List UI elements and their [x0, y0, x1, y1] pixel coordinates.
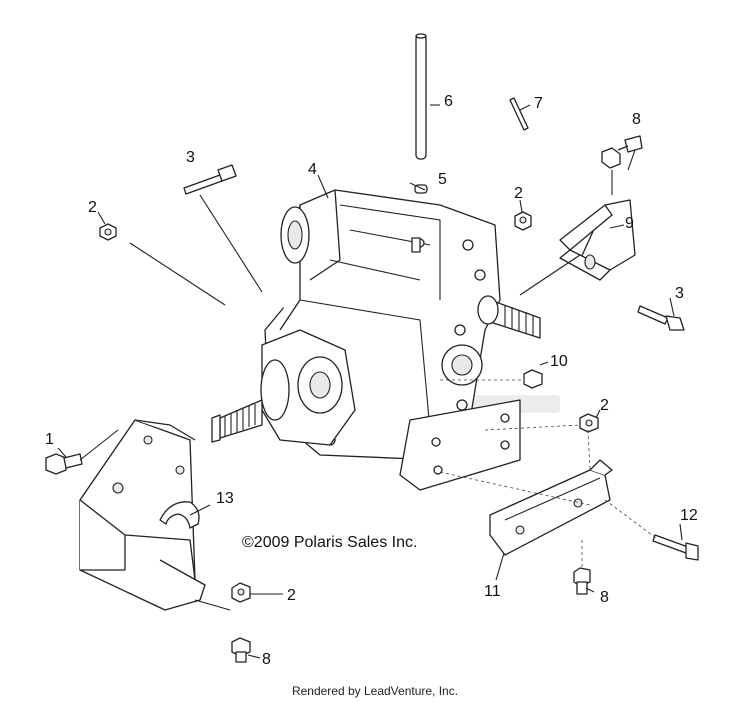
footer-credit: Rendered by LeadVenture, Inc. — [291, 684, 459, 698]
callout-8-lower-left: 8 — [262, 651, 271, 668]
part-3-bolt-right — [637, 305, 685, 331]
part-10-nut — [523, 369, 543, 389]
part-2-nut-upper-center — [514, 211, 532, 231]
part-9-bracket — [559, 199, 636, 281]
callout-6: 6 — [444, 93, 453, 110]
callout-3-upper: 3 — [186, 149, 195, 166]
copyright-notice: ©2009 Polaris Sales Inc. — [242, 534, 417, 551]
callout-1: 1 — [45, 431, 54, 448]
part-2-nut-right — [579, 413, 599, 433]
part-13-clip — [159, 501, 200, 529]
part-8-bolt-lower-left — [231, 637, 251, 663]
part-6-rod — [415, 33, 427, 160]
callout-9: 9 — [625, 215, 634, 232]
callout-5: 5 — [438, 171, 447, 188]
part-1-bolt — [45, 453, 83, 475]
part-8-bolt-upper-right — [601, 135, 643, 169]
callout-12: 12 — [680, 507, 698, 524]
callout-2-upper-left: 2 — [88, 199, 97, 216]
leader-lines — [57, 104, 683, 659]
part-7-pin — [509, 97, 529, 131]
callout-2-right: 2 — [600, 397, 609, 414]
part-8-bolt-lower-right — [573, 567, 591, 595]
part-2-nut-upper-left — [99, 223, 117, 241]
part-12-bolt — [652, 534, 699, 561]
left-bracket — [79, 419, 206, 611]
callout-3-right: 3 — [675, 285, 684, 302]
callout-2-upper-center: 2 — [514, 185, 523, 202]
part-2-nut-lower-left — [231, 582, 251, 603]
callout-8-upper-right: 8 — [632, 111, 641, 128]
callout-2-lower-left: 2 — [287, 587, 296, 604]
callouts: 1 2 2 2 2 3 3 4 5 6 7 8 8 8 9 10 11 12 1… — [45, 93, 698, 668]
part-4-transmission — [211, 189, 541, 491]
callout-10: 10 — [550, 353, 568, 370]
callout-13: 13 — [216, 490, 234, 507]
callout-8-lower-right: 8 — [600, 589, 609, 606]
callout-4: 4 — [308, 161, 317, 178]
part-3-bolt-upper — [183, 164, 237, 195]
callout-7: 7 — [534, 95, 543, 112]
callout-11: 11 — [484, 583, 501, 600]
part-11-bracket — [489, 459, 613, 556]
